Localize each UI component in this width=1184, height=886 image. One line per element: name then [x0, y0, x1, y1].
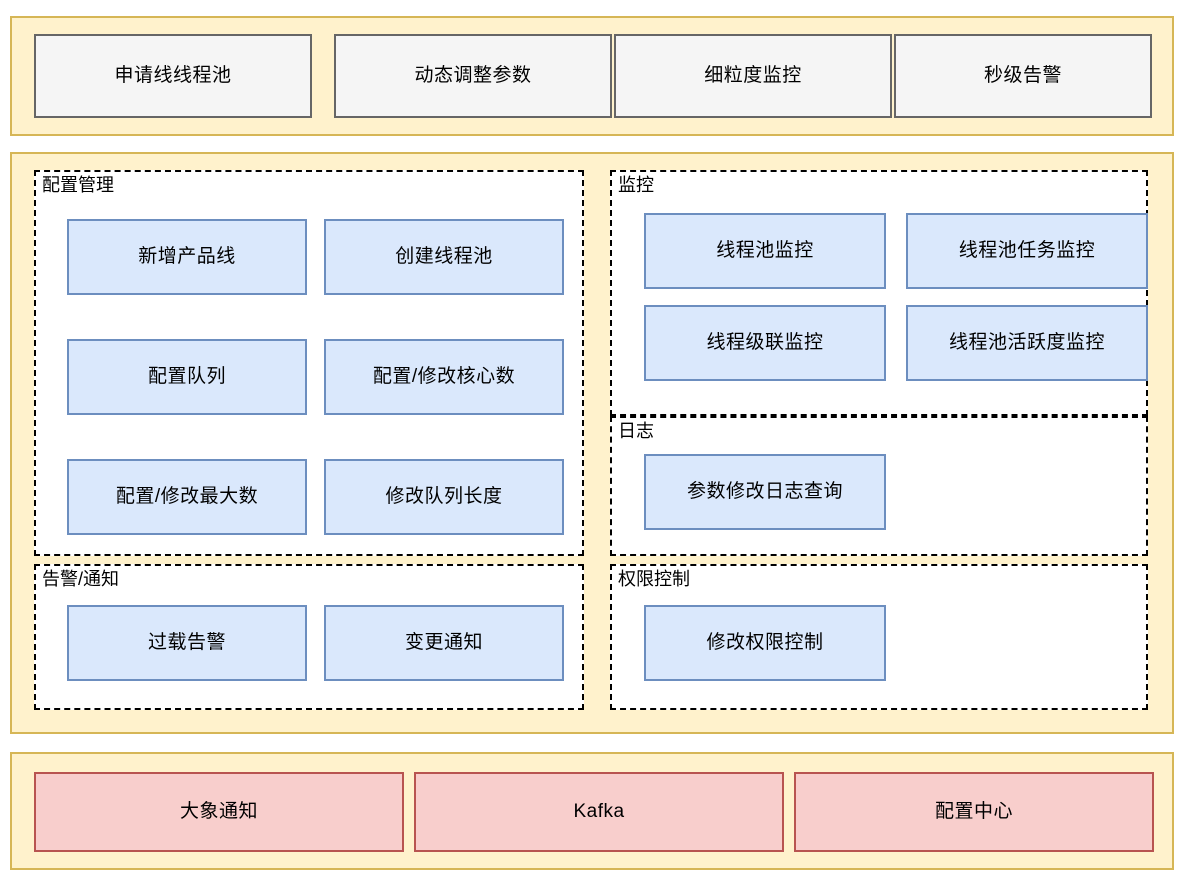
- feature-box-create-thread-pool[interactable]: 创建线程池: [324, 219, 564, 295]
- group-title-alert-notification: 告警/通知: [42, 569, 120, 589]
- middle-functional-band: 配置管理 新增产品线 创建线程池 配置队列 配置/修改核心数 配置/修改最大数 …: [10, 152, 1174, 734]
- infrastructure-box-kafka[interactable]: Kafka: [414, 772, 784, 852]
- feature-box-change-notification[interactable]: 变更通知: [324, 605, 564, 681]
- capability-box-dynamic-adjust-params[interactable]: 动态调整参数: [334, 34, 612, 118]
- top-capability-band: 申请线线程池 动态调整参数 细粒度监控 秒级告警: [10, 16, 1174, 136]
- feature-box-overload-alert[interactable]: 过载告警: [67, 605, 307, 681]
- feature-box-modify-queue-length[interactable]: 修改队列长度: [324, 459, 564, 535]
- feature-box-configure-modify-max-size[interactable]: 配置/修改最大数: [67, 459, 307, 535]
- capability-box-apply-thread-pool[interactable]: 申请线线程池: [34, 34, 312, 118]
- feature-box-thread-pool-monitoring[interactable]: 线程池监控: [644, 213, 886, 289]
- feature-box-param-change-log-query[interactable]: 参数修改日志查询: [644, 454, 886, 530]
- feature-box-configure-modify-core-size[interactable]: 配置/修改核心数: [324, 339, 564, 415]
- capability-box-fine-grained-monitoring[interactable]: 细粒度监控: [614, 34, 892, 118]
- infrastructure-box-daxiang-notification[interactable]: 大象通知: [34, 772, 404, 852]
- group-title-monitoring: 监控: [618, 175, 654, 195]
- feature-box-configure-queue[interactable]: 配置队列: [67, 339, 307, 415]
- feature-box-thread-pool-activity-monitoring[interactable]: 线程池活跃度监控: [906, 305, 1148, 381]
- infrastructure-box-config-center[interactable]: 配置中心: [794, 772, 1154, 852]
- feature-box-modify-permission-control[interactable]: 修改权限控制: [644, 605, 886, 681]
- group-title-permission-control: 权限控制: [618, 569, 690, 589]
- group-config-management: 配置管理 新增产品线 创建线程池 配置队列 配置/修改核心数 配置/修改最大数 …: [34, 170, 584, 556]
- feature-box-add-product-line[interactable]: 新增产品线: [67, 219, 307, 295]
- group-logging: 日志 参数修改日志查询: [610, 416, 1148, 556]
- bottom-infrastructure-band: 大象通知 Kafka 配置中心: [10, 752, 1174, 870]
- feature-box-thread-pool-task-monitoring[interactable]: 线程池任务监控: [906, 213, 1148, 289]
- group-monitoring: 监控 线程池监控 线程池任务监控 线程级联监控 线程池活跃度监控: [610, 170, 1148, 416]
- group-title-logging: 日志: [618, 421, 654, 441]
- group-permission-control: 权限控制 修改权限控制: [610, 564, 1148, 710]
- feature-box-thread-cascade-monitoring[interactable]: 线程级联监控: [644, 305, 886, 381]
- group-title-config-management: 配置管理: [42, 175, 114, 195]
- capability-box-second-level-alert[interactable]: 秒级告警: [894, 34, 1152, 118]
- group-alert-notification: 告警/通知 过载告警 变更通知: [34, 564, 584, 710]
